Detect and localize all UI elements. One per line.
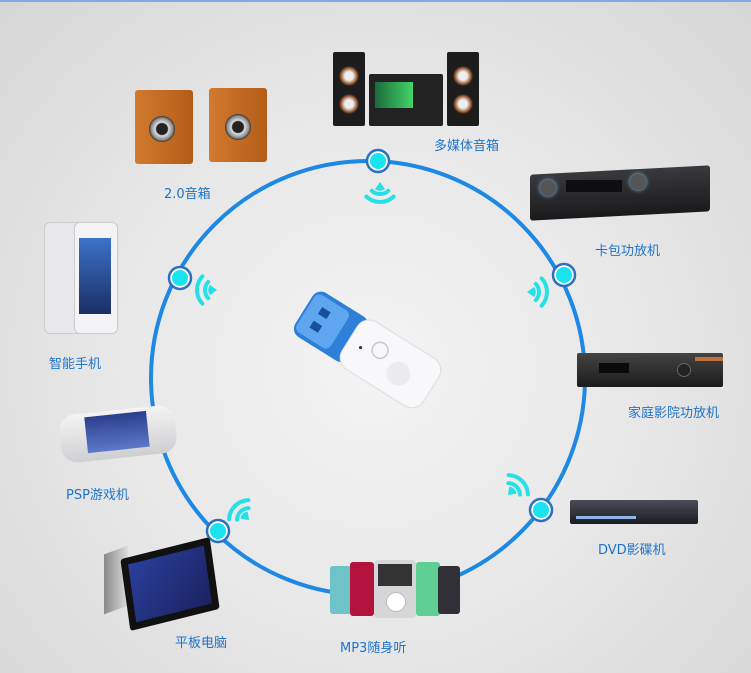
connection-node-core — [533, 502, 549, 518]
label-speaker-2-0: 2.0音箱 — [164, 187, 211, 202]
bluetooth-dongle — [293, 291, 442, 409]
home-theater-amplifier-image — [577, 343, 723, 391]
tablet-pc-image — [104, 537, 224, 631]
wireless-signal-icon — [195, 274, 217, 306]
mp3-player-image — [330, 560, 460, 618]
top-border — [0, 0, 751, 2]
connection-node-core — [210, 523, 226, 539]
label-tablet-pc: 平板电脑 — [175, 636, 228, 651]
smartphone-image — [44, 222, 118, 334]
psp-console-image — [57, 404, 179, 464]
karaoke-amplifier-image — [530, 162, 710, 222]
connection-node-core — [172, 270, 188, 286]
multimedia-speaker-image — [333, 52, 483, 128]
dvd-player-image — [570, 494, 698, 528]
label-home-theater-amplifier: 家庭影院功放机 — [628, 406, 720, 421]
wireless-signal-icon — [527, 276, 549, 308]
label-dvd-player: DVD影碟机 — [598, 543, 666, 558]
label-smartphone: 智能手机 — [49, 357, 102, 372]
wireless-signal-icon — [364, 182, 396, 204]
connection-node-core — [556, 267, 572, 283]
wireless-signal-icon — [506, 473, 530, 497]
label-psp-console: PSP游戏机 — [66, 488, 129, 503]
label-multimedia-speaker: 多媒体音箱 — [434, 139, 500, 154]
label-karaoke-amplifier: 卡包功放机 — [595, 244, 661, 259]
wireless-signal-icon — [227, 498, 251, 522]
connection-node-core — [370, 153, 386, 169]
speaker-2-0-image — [135, 88, 270, 168]
label-mp3-player: MP3随身听 — [340, 641, 407, 656]
